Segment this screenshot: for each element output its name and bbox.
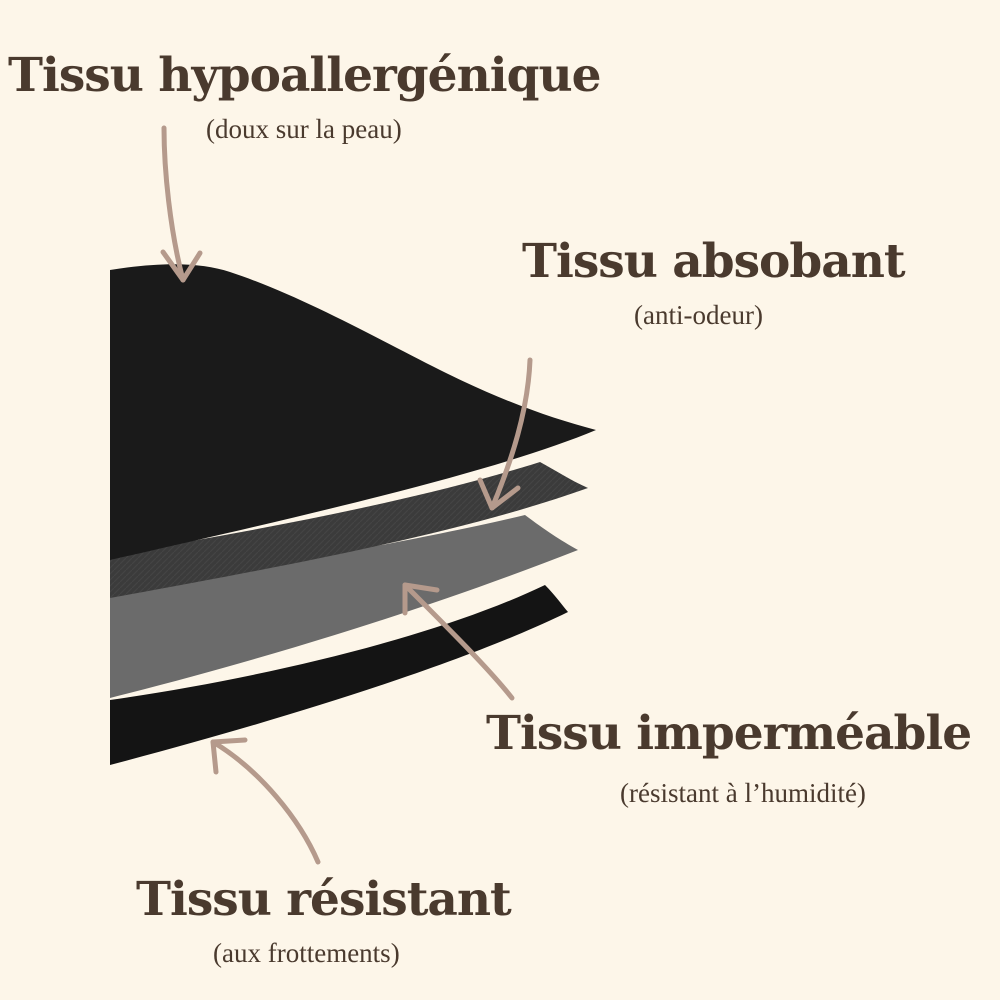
arrow-to-waterproof xyxy=(402,582,515,701)
layer-hypoallergenic xyxy=(110,264,596,560)
layer-waterproof xyxy=(110,515,578,698)
label-resistant-subtitle: (aux frottements) xyxy=(213,938,400,968)
label-waterproof-subtitle: (résistant à l’humidité) xyxy=(620,778,866,808)
label-hypoallergenic-title: Tissu hypoallergénique xyxy=(8,48,602,103)
label-hypoallergenic-subtitle: (doux sur la peau) xyxy=(206,114,402,144)
arrow-to-absorbent xyxy=(477,357,533,511)
label-resistant-title: Tissu résistant xyxy=(136,872,512,927)
label-waterproof-title: Tissu imperméable xyxy=(486,706,972,761)
layer-resistant xyxy=(110,585,568,765)
arrow-to-hypoallergenic xyxy=(160,125,203,283)
label-absorbent-subtitle: (anti-odeur) xyxy=(634,300,763,330)
label-absorbent-title: Tissu absobant xyxy=(522,234,906,289)
arrow-to-resistant xyxy=(210,737,321,865)
layer-absorbent xyxy=(110,462,588,598)
